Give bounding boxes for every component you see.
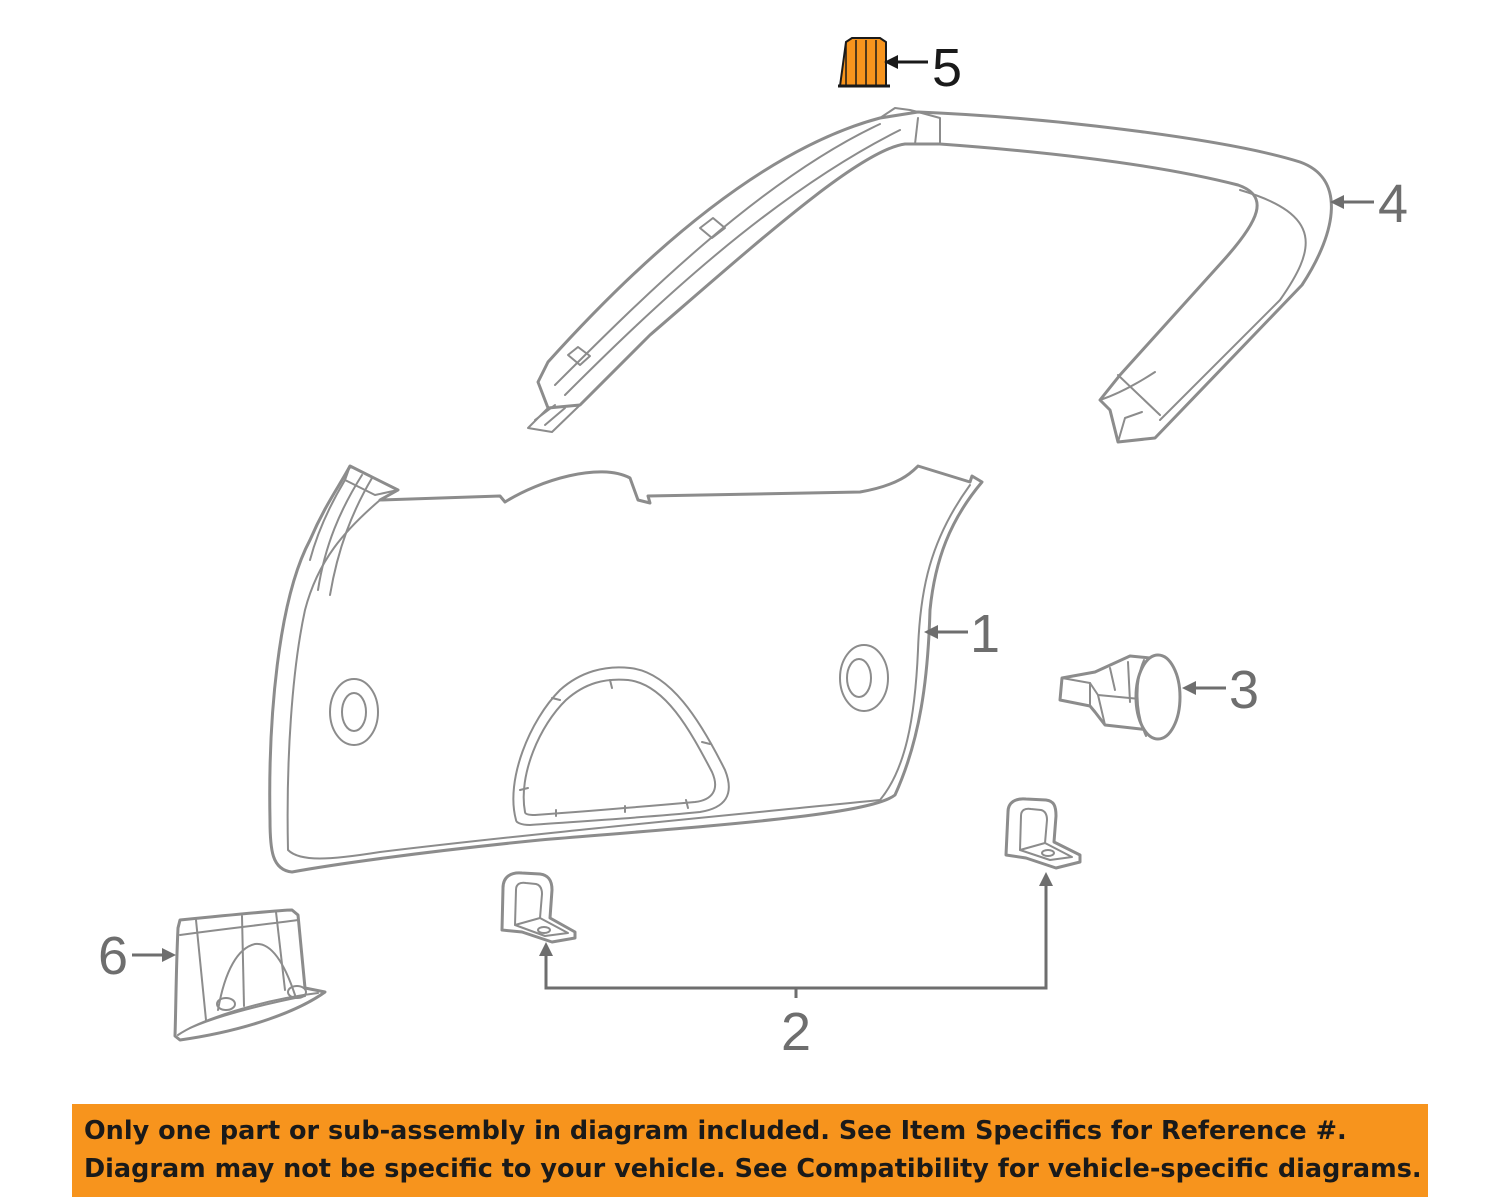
garnish-molding-part xyxy=(527,107,1333,444)
callout-1-label: 1 xyxy=(970,604,1000,664)
clip-part-left xyxy=(500,871,577,944)
push-pin-part xyxy=(1058,653,1182,741)
callout-6-label: 6 xyxy=(98,926,128,986)
callout-5-label: 5 xyxy=(932,38,962,98)
callout-leaders xyxy=(132,55,1374,998)
disclaimer-line-2: Diagram may not be specific to your vehi… xyxy=(84,1154,1422,1184)
trim-panel-part xyxy=(268,464,984,874)
disclaimer-line-1: Only one part or sub-assembly in diagram… xyxy=(84,1116,1347,1146)
callout-3-label: 3 xyxy=(1229,660,1259,720)
handle-cup-part xyxy=(173,908,327,1042)
clip-part-right xyxy=(1004,797,1082,870)
callout-4-label: 4 xyxy=(1378,174,1408,234)
callout-2-label: 2 xyxy=(781,1002,811,1062)
cap-part-highlighted xyxy=(838,37,890,88)
disclaimer-banner: Only one part or sub-assembly in diagram… xyxy=(72,1104,1428,1197)
